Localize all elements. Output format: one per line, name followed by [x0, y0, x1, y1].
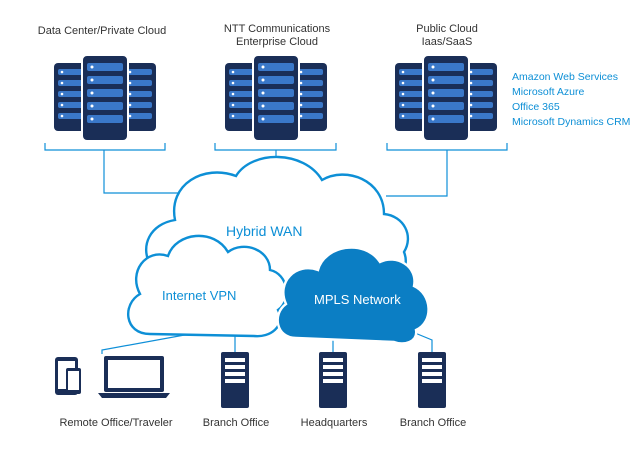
phone-icon: [66, 368, 81, 394]
branch-office-group: Branch Office: [203, 352, 269, 429]
ntt-group: NTT Communications Enterprise Cloud: [224, 23, 331, 141]
service-list: Amazon Web Services Microsoft Azure Offi…: [512, 71, 630, 128]
hybrid-wan-label: Hybrid WAN: [226, 223, 303, 239]
headquarters-group: Headquarters: [301, 352, 368, 429]
public-label-line2: Iaas/SaaS: [422, 36, 473, 48]
public-label-line1: Public Cloud: [416, 23, 478, 35]
headquarters-label: Headquarters: [301, 417, 368, 429]
service-item: Amazon Web Services: [512, 71, 618, 83]
ntt-label-line1: NTT Communications: [224, 23, 331, 35]
server-tower-icon: [221, 352, 249, 408]
service-item: Microsoft Azure: [512, 86, 585, 98]
datacenter-group: Data Center/Private Cloud: [38, 25, 166, 141]
service-item: Office 365: [512, 101, 560, 113]
remote-office-group: Remote Office/Traveler: [55, 356, 173, 429]
internet-vpn-cloud: [127, 234, 288, 338]
datacenter-bracket: [44, 143, 166, 151]
branch-office-label: Branch Office: [400, 417, 466, 429]
branch-office-group: Branch Office: [400, 352, 466, 429]
server-stack-icon: [225, 55, 327, 141]
branch-office-label: Branch Office: [203, 417, 269, 429]
datacenter-label: Data Center/Private Cloud: [38, 25, 166, 37]
server-stack-icon: [395, 55, 497, 141]
remote-link: [101, 333, 191, 354]
server-stack-icon: [54, 55, 156, 141]
internet-vpn-label: Internet VPN: [162, 288, 236, 303]
ntt-label-line2: Enterprise Cloud: [236, 36, 318, 48]
public-cloud-group: Public Cloud Iaas/SaaS: [395, 23, 497, 141]
public-bracket: [386, 143, 508, 151]
remote-label: Remote Office/Traveler: [59, 417, 172, 429]
service-item: Microsoft Dynamics CRM: [512, 116, 630, 128]
datacenter-link: [103, 150, 178, 194]
laptop-icon: [98, 356, 170, 398]
mpls-label: MPLS Network: [314, 292, 401, 307]
server-tower-icon: [319, 352, 347, 408]
ntt-bracket: [214, 143, 337, 151]
mpls-cloud: [276, 246, 430, 345]
server-tower-icon: [418, 352, 446, 408]
public-link: [386, 150, 448, 197]
